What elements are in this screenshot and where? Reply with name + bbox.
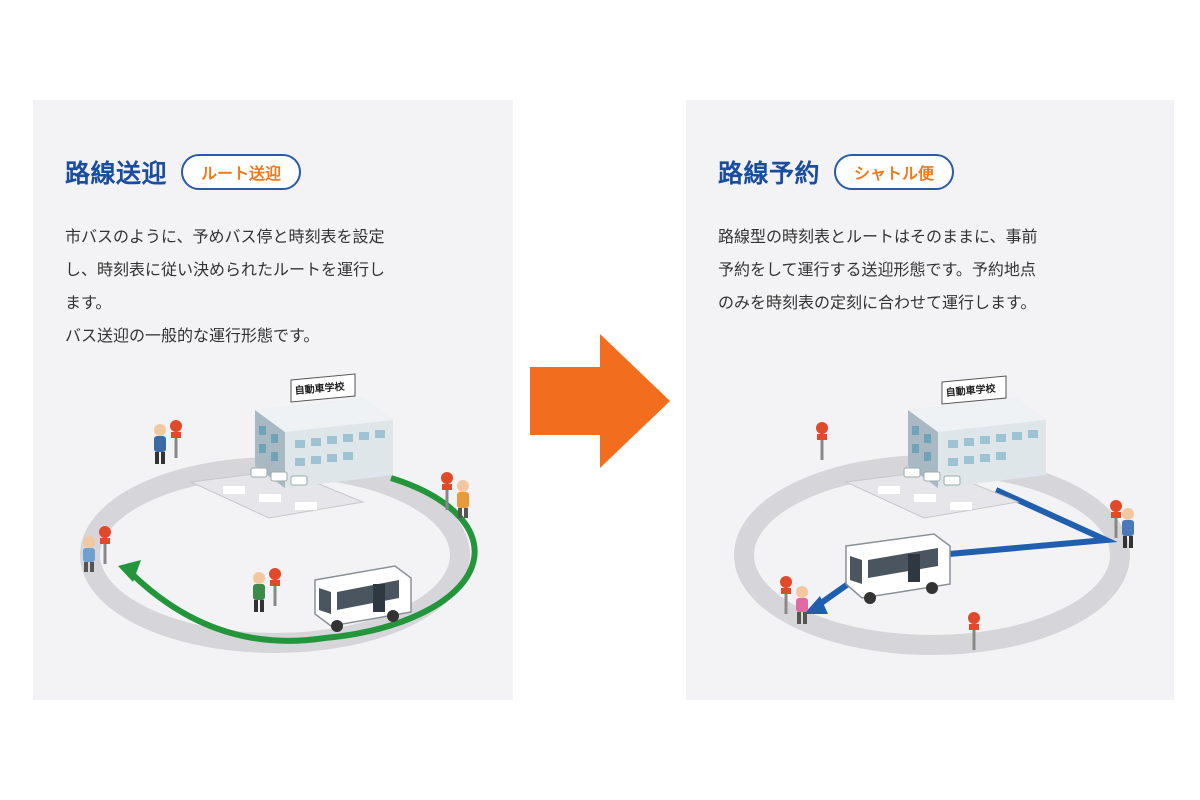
green-route-path	[125, 475, 478, 644]
panel-description: 市バスのように、予めバス停と時刻表を設定 し、時刻表に従い決められたルートを運行…	[65, 220, 495, 352]
school-sign-text: 自動車学校	[945, 382, 997, 399]
school-building-icon	[908, 375, 1046, 488]
person-icon	[457, 480, 469, 518]
parked-cars	[250, 467, 308, 486]
panel-title: 路線予約	[718, 159, 821, 188]
blue-route-arrowhead	[804, 596, 828, 614]
school-building-icon	[255, 373, 393, 488]
person-icon	[796, 586, 808, 624]
desc-line: 市バスのように、予めバス停と時刻表を設定	[65, 227, 385, 246]
parked-cars	[903, 467, 961, 486]
desc-line: ます。	[65, 293, 112, 312]
desc-line: 路線型の時刻表とルートはそのままに、事前	[718, 227, 1038, 246]
bus-stop-icon	[816, 422, 828, 460]
panel-badge: ルート送迎	[181, 154, 302, 190]
desc-line: のみを時刻表の定刻に合わせて運行します。	[718, 293, 1037, 312]
desc-line: 予約をして運行する送迎形態です。予約地点	[718, 260, 1036, 279]
panel-badge: シャトル便	[834, 154, 955, 190]
person-icon	[1122, 508, 1134, 548]
panel-description: 路線型の時刻表とルートはそのままに、事前 予約をして運行する送迎形態です。予約地…	[718, 220, 1148, 319]
arrow-right-icon	[530, 334, 670, 468]
person-icon	[83, 536, 95, 572]
bus-stop-icon	[780, 576, 792, 614]
bus-stop-icon	[170, 420, 182, 458]
school-sign-text: 自動車学校	[294, 380, 346, 397]
bus-stop-icon	[99, 526, 111, 564]
reservation-route-illustration: 自動車学校	[734, 375, 1134, 655]
bus-stop-icon	[1110, 500, 1122, 538]
route-pickup-panel: 路線送迎 ルート送迎 市バスのように、予めバス停と時刻表を設定 し、時刻表に従い…	[33, 100, 513, 700]
route-reservation-panel: 路線予約 シャトル便 路線型の時刻表とルートはそのままに、事前 予約をして運行す…	[686, 100, 1174, 700]
panel-header: 路線送迎 ルート送迎	[65, 154, 302, 190]
desc-line: バス送迎の一般的な運行形態です。	[65, 326, 320, 345]
route-loop-illustration: 自動車学校	[80, 373, 478, 653]
bus-stop-icon	[968, 612, 980, 650]
person-icon	[253, 572, 265, 612]
bus-icon	[314, 565, 412, 632]
bus-stop-icon	[441, 472, 453, 510]
person-icon	[154, 424, 166, 464]
panel-header: 路線予約 シャトル便	[718, 154, 955, 190]
bus-stop-icon	[269, 568, 281, 606]
panel-title: 路線送迎	[65, 159, 168, 188]
bus-icon	[845, 533, 951, 604]
green-route-arrowhead	[118, 560, 141, 582]
desc-line: し、時刻表に従い決められたルートを運行し	[65, 260, 386, 279]
